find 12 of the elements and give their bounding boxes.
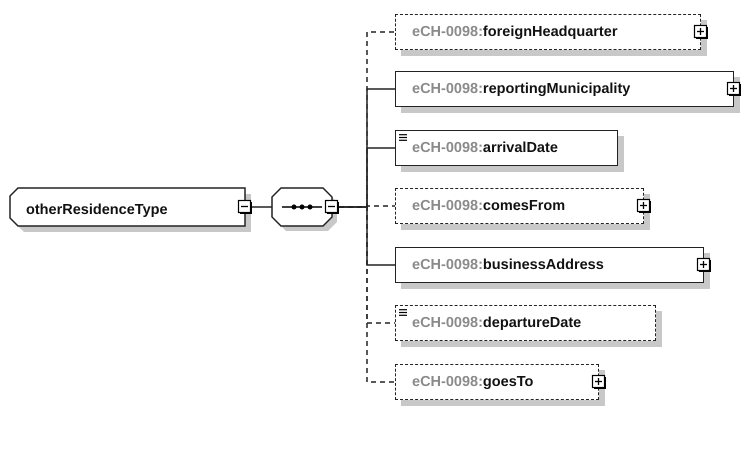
connector-line <box>339 206 395 383</box>
element-name: eCH-0098:departureDate <box>412 315 582 331</box>
sequence-compositor <box>272 188 337 231</box>
complex-type-box <box>10 188 251 232</box>
element-name: eCH-0098:foreignHeadquarter <box>412 24 618 40</box>
element-name: eCH-0098:comesFrom <box>412 198 566 214</box>
connector-line <box>252 206 272 208</box>
element-name: eCH-0098:reportingMunicipality <box>412 81 630 97</box>
element-name: eCH-0098:businessAddress <box>412 257 604 273</box>
element-name: eCH-0098:arrivalDate <box>412 140 558 156</box>
type-name: otherResidenceType <box>26 202 168 218</box>
element-name: eCH-0098:goesTo <box>412 374 534 390</box>
